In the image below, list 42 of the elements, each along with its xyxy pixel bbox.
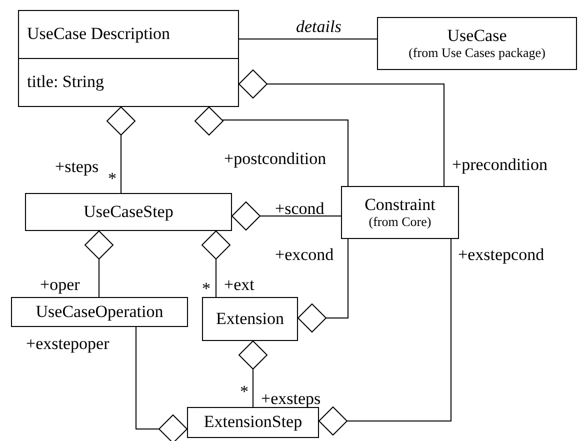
role-label: +scond [275,200,324,217]
class-box [202,297,298,341]
class-name: UseCaseOperation [36,302,164,322]
role-label: +excond [275,246,334,263]
role-label: +exsteps [261,390,321,407]
aggregation-line [298,238,348,332]
multiplicity-label: * [240,383,248,400]
association-line [238,38,378,40]
class-name: Extension [216,310,284,328]
aggregation-line [106,106,136,194]
aggregation-line [84,230,114,298]
aggregation-line [232,202,342,230]
role-label: +steps [55,158,99,175]
class-name: UseCase [447,27,507,46]
class-box [341,186,459,239]
role-label: +exstepoper [26,335,110,352]
aggregation-line [202,230,230,298]
class-attribute: title: String [27,73,104,92]
class-box [18,10,239,107]
role-label: details [296,18,342,35]
class-name: Constraint [364,196,436,215]
aggregation-line [136,326,188,441]
aggregation-line [238,70,444,186]
class-box [11,297,188,327]
role-label: +precondition [452,156,548,173]
multiplicity-label: * [202,280,210,297]
role-label: +ext [224,276,254,293]
class-box [377,17,577,70]
aggregation-line [318,238,452,436]
class-box [187,407,319,438]
role-label: +oper [40,276,80,293]
class-note: (from Core) [368,214,432,229]
role-label: +postcondition [224,150,326,167]
class-name: UseCase Description [27,25,170,44]
aggregation-line [238,340,268,408]
class-note: (from Use Cases package) [408,46,546,60]
role-label: +exstepcond [458,246,544,263]
aggregation-line [194,106,348,186]
class-name: UseCaseStep [84,202,174,222]
multiplicity-label: * [108,170,116,187]
class-box [25,193,232,231]
class-name: ExtensionStep [204,413,302,432]
